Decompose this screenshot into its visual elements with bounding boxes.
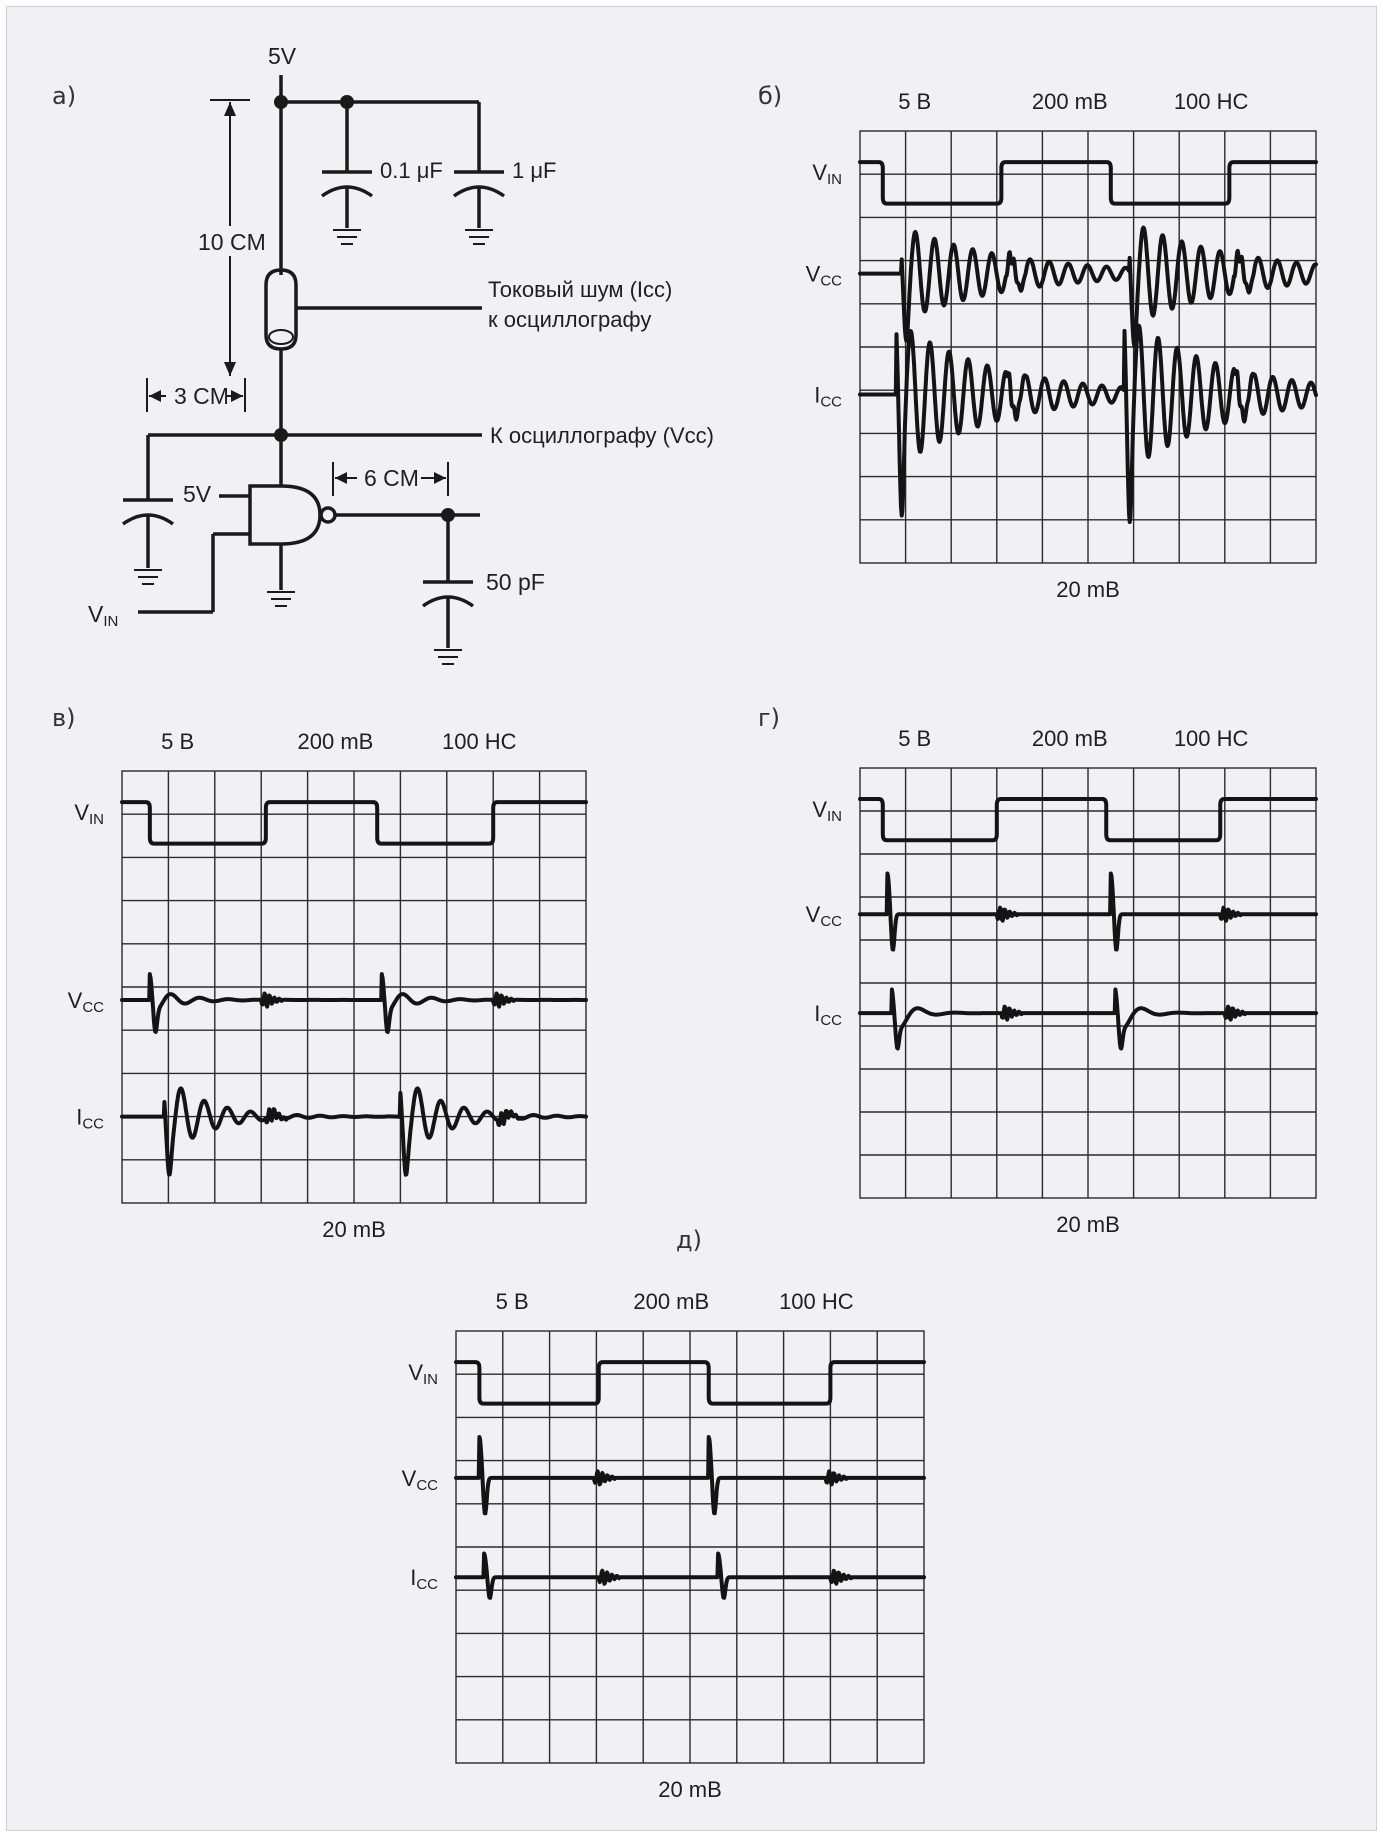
channel-label-icc: ICC [76, 1105, 104, 1133]
scope-header-1: 200 mB [1032, 89, 1108, 114]
scope-panel-d: д) 5 B 200 mB 100 HC 20 mB VIN VCC ICC [402, 1226, 926, 1802]
channel-label-vcc: VCC [402, 1466, 439, 1494]
load-cap-label: 50 pF [486, 569, 545, 595]
dim-3cm-label: 3 CM [174, 383, 229, 409]
scope-header-0: 5 B [161, 729, 194, 754]
trace-icc [120, 1086, 588, 1177]
dim-6cm-label: 6 CM [364, 465, 419, 491]
trace-vcc [858, 871, 1318, 952]
capacitor-1uF [452, 102, 506, 245]
panel-letter-d: д) [676, 1226, 702, 1254]
channel-label-vin: VIN [812, 160, 842, 188]
capacitor-bypass [121, 435, 175, 585]
trace-vin [120, 800, 588, 846]
scope-footer: 20 mB [1056, 1212, 1120, 1237]
scope-header-2: 100 HC [1174, 726, 1249, 751]
scope-footer: 20 mB [322, 1217, 386, 1242]
panel-letter-v: в) [52, 704, 76, 732]
schematic: а) 5V 0.1 μF 1 μF [52, 43, 714, 665]
trace-vcc [120, 972, 588, 1034]
scope-panel-v: в) 5 B 200 mB 100 HC 20 mB VIN VCC ICC [52, 704, 588, 1242]
scope-header-2: 100 HC [442, 729, 517, 754]
channel-label-vin: VIN [408, 1360, 438, 1388]
trace-vcc [454, 1435, 926, 1516]
scope-header-0: 5 B [898, 89, 931, 114]
scope-panel-b: б) 5 B 200 mB 100 HC 20 mB VIN VCC ICC [758, 82, 1318, 602]
channel-label-vcc: VCC [806, 262, 843, 290]
scope-header-1: 200 mB [298, 729, 374, 754]
scope-header-2: 100 HC [1174, 89, 1249, 114]
scope-footer: 20 mB [1056, 577, 1120, 602]
trace-vcc [858, 225, 1318, 348]
channel-label-icc: ICC [410, 1565, 438, 1593]
channel-label-vin: VIN [74, 800, 104, 828]
channel-label-icc: ICC [814, 383, 842, 411]
scope-header-1: 200 mB [1032, 726, 1108, 751]
cap1-label: 0.1 μF [380, 158, 443, 183]
panel-letter-g: г) [758, 704, 780, 732]
scope-header-2: 100 HC [779, 1289, 854, 1314]
nand-gate [138, 484, 480, 614]
cap2-label: 1 μF [512, 158, 556, 183]
scope-footer: 20 mB [658, 1777, 722, 1802]
trace-vin [858, 160, 1318, 206]
scope-panel-g: г) 5 B 200 mB 100 HC 20 mB VIN VCC ICC [758, 704, 1318, 1237]
figure-frame [6, 6, 1377, 1831]
channel-label-vcc: VCC [806, 902, 843, 930]
scope-header-1: 200 mB [633, 1289, 709, 1314]
panel-letter-a: а) [52, 82, 76, 110]
trace-icc [454, 1551, 926, 1600]
current-noise-line1: Токовый шум (Icc) [488, 277, 672, 302]
current-noise-line2: к осциллографу [488, 307, 651, 332]
channel-label-icc: ICC [814, 1001, 842, 1029]
capacitor-0.1uF [320, 102, 374, 245]
to-scope-vcc-label: К осциллографу (Vcc) [490, 423, 714, 448]
current-probe [264, 268, 482, 351]
trace-vin [858, 796, 1318, 843]
trace-icc [858, 323, 1318, 524]
vin-label: VIN [88, 601, 118, 630]
gate-supply-label: 5V [183, 481, 212, 507]
capacitor-50pF [421, 515, 475, 665]
trace-vin [454, 1360, 926, 1406]
panel-letter-b: б) [758, 82, 782, 110]
dim-10cm-label: 10 CM [198, 229, 266, 255]
supply-label: 5V [268, 43, 297, 69]
scope-header-0: 5 B [898, 726, 931, 751]
trace-icc [858, 987, 1318, 1051]
channel-label-vin: VIN [812, 797, 842, 825]
channel-label-vcc: VCC [68, 988, 105, 1016]
scope-header-0: 5 B [496, 1289, 529, 1314]
